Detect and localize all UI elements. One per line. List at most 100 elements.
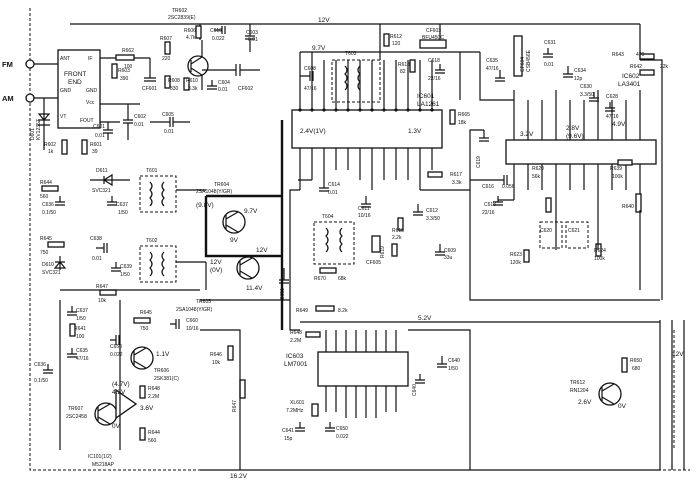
svg-text:R644: R644	[148, 430, 160, 436]
svg-text:ANT: ANT	[60, 56, 70, 62]
svg-text:C631: C631	[544, 40, 556, 46]
capacitor-c604: C604 0.01	[207, 80, 230, 93]
svg-text:XL601: XL601	[290, 400, 305, 406]
resistor-r618: R618 2.2k	[392, 217, 404, 241]
svg-text:T602: T602	[146, 238, 158, 244]
filter-cf603: CF603 BFU450C	[419, 28, 447, 49]
svg-text:R644: R644	[40, 180, 52, 186]
svg-text:100k: 100k	[594, 256, 605, 262]
capacitor-c650: C650 0.022	[110, 335, 123, 358]
resistor-r645: R645 750	[133, 310, 152, 332]
svg-text:33u: 33u	[444, 255, 453, 261]
resistor-r629: R643 470	[612, 52, 655, 60]
capacitor-c614: C614 0.01	[319, 180, 340, 196]
svg-text:IC603: IC603	[286, 353, 304, 360]
capacitor-c636: C636 0.1/50	[34, 362, 53, 384]
resistor-r627: R642 22k	[630, 64, 669, 76]
capacitor-c609: C610 0.022	[210, 26, 226, 42]
capacitor-c602: C602 0.01	[123, 104, 146, 140]
resistor-r647: R647	[232, 379, 246, 412]
svg-text:C603: C603	[246, 30, 258, 36]
capacitor-c660: C660 10/16	[170, 318, 199, 332]
svg-text:4.7k: 4.7k	[186, 35, 196, 41]
svg-text:GND: GND	[86, 88, 98, 94]
svg-text:TR612: TR612	[570, 380, 585, 386]
svg-text:56k: 56k	[532, 174, 541, 180]
resistor-r606: R606 4.7k	[184, 25, 202, 41]
svg-text:CF603: CF603	[426, 28, 441, 34]
interconnect-wiring	[59, 24, 663, 470]
svg-text:R613: R613	[398, 62, 410, 68]
transformer-t604: T604	[313, 214, 355, 265]
transistor-tr606: TR606 2SK381(C) 1.1V	[130, 346, 179, 382]
transistor-tr607: TR607 2SC2458 0V	[66, 402, 121, 430]
svg-text:TR605: TR605	[196, 299, 211, 305]
svg-text:R617: R617	[450, 172, 462, 178]
svg-text:10/16: 10/16	[186, 326, 199, 332]
capacitor-c635: C635 47/16	[67, 348, 89, 362]
svg-text:R662: R662	[122, 48, 134, 54]
svg-text:LA3401: LA3401	[618, 81, 641, 88]
svg-text:2.6V: 2.6V	[578, 399, 592, 406]
rail-9-7v: 9.7V	[300, 45, 480, 53]
svg-text:C636: C636	[34, 362, 46, 368]
svg-text:2.8V: 2.8V	[566, 125, 580, 132]
ic101-opamp: IC101(1/2) M5218AP (4.7V) 4.2V 3.6V	[88, 381, 154, 468]
svg-text:D601: D601	[30, 128, 36, 140]
svg-text:C650: C650	[110, 344, 122, 350]
capacitor-c641: C650 0.022	[325, 422, 349, 440]
svg-text:R606: R606	[184, 28, 196, 34]
capacitor-c610: C609 33u	[435, 244, 456, 261]
capacitor-c605: C605 0.01	[150, 112, 190, 135]
svg-text:15p: 15p	[284, 436, 293, 442]
svg-text:0.056: 0.056	[502, 184, 515, 190]
svg-text:10k: 10k	[98, 298, 107, 304]
capacitor-c651: C651	[279, 268, 289, 300]
capacitor-c619: C619	[476, 130, 489, 168]
filter-cf604: CF604 CSB456E	[513, 35, 532, 77]
diode-d611: D611 SVC321	[90, 168, 130, 194]
svg-text:TR602: TR602	[172, 8, 187, 14]
svg-text:C636: C636	[42, 202, 54, 208]
svg-text:3.3/50: 3.3/50	[580, 92, 594, 98]
svg-text:(0V): (0V)	[210, 267, 222, 274]
resistor-r607: R607 220	[160, 36, 172, 62]
svg-text:C638: C638	[90, 236, 102, 242]
svg-text:330: 330	[170, 86, 179, 92]
capacitor-c638: C640	[412, 374, 425, 396]
capacitor-c630: C634 12p	[563, 66, 586, 82]
svg-text:3.6V: 3.6V	[140, 405, 154, 412]
svg-text:T601: T601	[146, 168, 158, 174]
svg-text:82: 82	[400, 69, 406, 75]
svg-text:0.1/50: 0.1/50	[42, 210, 56, 216]
svg-text:2SA1048(Y/GR): 2SA1048(Y/GR)	[176, 307, 212, 313]
svg-text:C630: C630	[580, 84, 592, 90]
svg-text:C650: C650	[336, 426, 348, 432]
svg-text:560: 560	[148, 438, 157, 444]
svg-text:T604: T604	[322, 214, 334, 220]
svg-text:C635: C635	[486, 58, 498, 64]
svg-text:KV1235Z: KV1235Z	[36, 119, 42, 140]
svg-text:R612: R612	[390, 34, 402, 40]
svg-text:R650: R650	[630, 358, 642, 364]
svg-text:Vcc: Vcc	[86, 100, 95, 106]
svg-text:2SC2839(E): 2SC2839(E)	[168, 15, 196, 21]
svg-text:0.01: 0.01	[134, 122, 144, 128]
capacitor-c621: C620	[539, 221, 563, 249]
svg-text:8.2k: 8.2k	[338, 308, 348, 314]
svg-text:1.1V: 1.1V	[156, 351, 170, 358]
svg-text:D610: D610	[42, 262, 54, 268]
resistor-r620: R620 56k	[532, 166, 552, 213]
svg-text:IC101(1/2): IC101(1/2)	[88, 454, 112, 460]
capacitor-c616: C616 0.056	[482, 175, 515, 190]
svg-text:R608: R608	[168, 78, 180, 84]
capacitor-c618: C618 22/16	[482, 196, 503, 216]
svg-text:IC602: IC602	[622, 73, 640, 80]
svg-text:C640: C640	[412, 384, 418, 396]
resistor-r601: R601 39	[81, 139, 102, 155]
svg-text:100: 100	[124, 64, 133, 70]
svg-text:C634: C634	[574, 68, 586, 74]
capacitor-c634: C639 1/50	[111, 262, 132, 278]
svg-text:R607: R607	[160, 36, 172, 42]
capacitor-c603: C603 0.01	[245, 24, 258, 52]
